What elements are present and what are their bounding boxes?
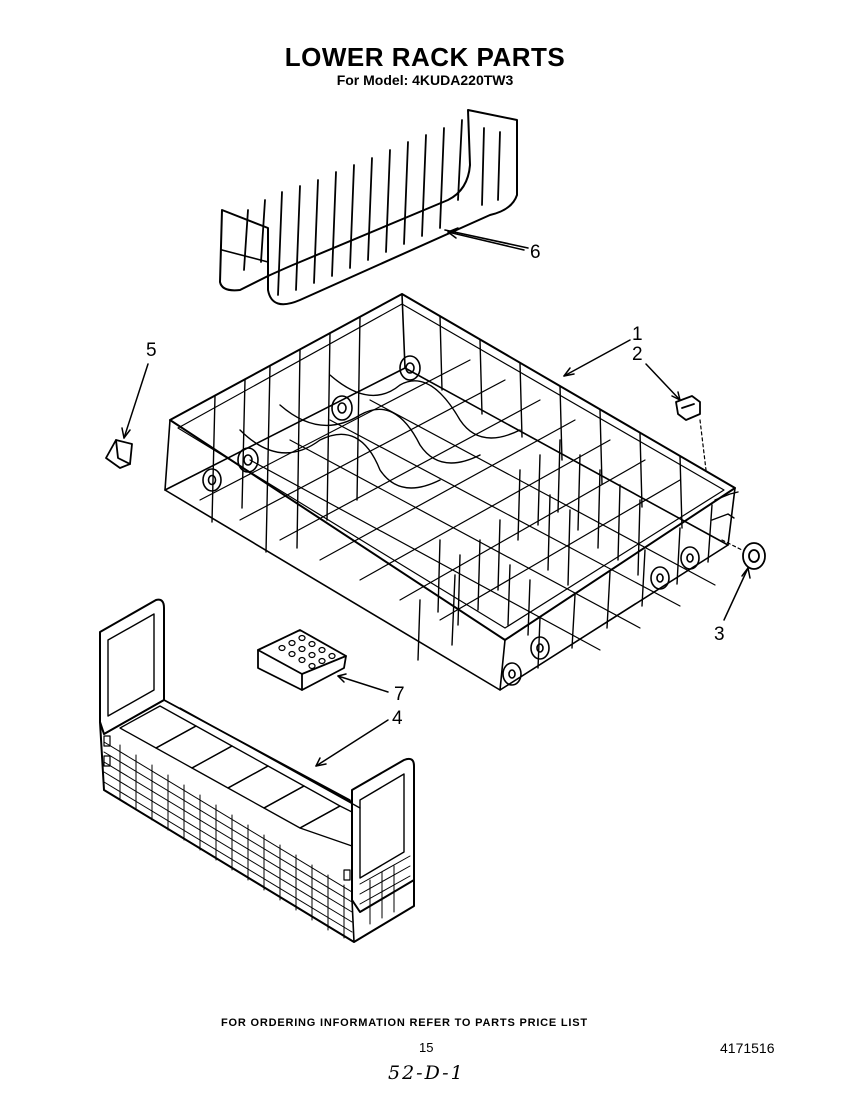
ordering-note: FOR ORDERING INFORMATION REFER TO PARTS … (221, 1017, 588, 1029)
callout-2: 2 (632, 344, 643, 365)
document-number: 4171516 (720, 1040, 775, 1056)
callout-6: 6 (530, 242, 541, 263)
silverware-basket-part (99, 598, 415, 943)
page-number: 15 (419, 1040, 434, 1055)
callout-7: 7 (394, 684, 405, 705)
fold-down-tine-row-part (219, 109, 529, 306)
callout-labels: 1 2 3 4 5 6 7 (146, 242, 725, 729)
page-title: LOWER RACK PARTS (284, 42, 566, 72)
rack-stop-clip-part (675, 395, 707, 471)
basket-lid-part (257, 629, 347, 691)
callout-1: 1 (632, 324, 643, 345)
model-subtitle: For Model: 4KUDA220TW3 (336, 72, 514, 88)
callout-3: 3 (714, 624, 725, 645)
rack-end-cap-part (105, 439, 133, 469)
handwritten-note: 52-D-1 (388, 1062, 465, 1084)
lower-rack-part (164, 293, 739, 691)
callout-4: 4 (392, 708, 403, 729)
callout-5: 5 (146, 340, 157, 361)
rack-wheel-part (721, 539, 766, 570)
leader-lines (121, 227, 751, 767)
